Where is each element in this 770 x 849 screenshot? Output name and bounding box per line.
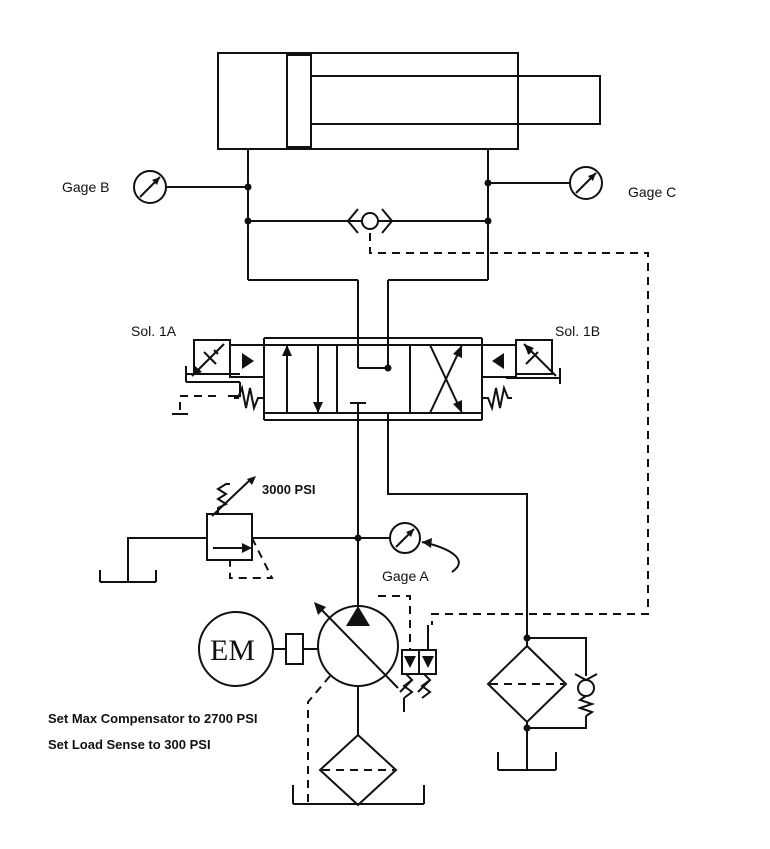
relief-setting-label: 3000 PSI — [262, 482, 316, 497]
sol-1b-label: Sol. 1B — [555, 323, 600, 339]
sol-1a-label: Sol. 1A — [131, 323, 177, 339]
electric-motor: EM — [198, 611, 318, 687]
solenoid-1a — [172, 339, 265, 415]
pressure-line — [252, 413, 390, 605]
variable-pump — [307, 595, 411, 804]
hydraulic-cylinder — [217, 52, 601, 150]
motor-label: EM — [210, 634, 255, 667]
relief-valve — [99, 476, 274, 583]
note-load-sense: Set Load Sense to 300 PSI — [48, 737, 211, 752]
gage-a-label: Gage A — [382, 568, 429, 584]
pump-compensator — [399, 625, 437, 712]
gage-c-label: Gage C — [628, 184, 676, 200]
cylinder-lines — [166, 149, 570, 345]
shuttle-valve — [346, 208, 394, 234]
note-compensator: Set Max Compensator to 2700 PSI — [48, 711, 258, 726]
load-sense-pilot-line — [369, 233, 649, 625]
gage-b — [133, 170, 167, 204]
suction-strainer — [292, 733, 425, 807]
solenoid-1b — [481, 339, 561, 412]
gage-c — [569, 166, 603, 200]
gage-a — [389, 522, 460, 573]
return-filter — [486, 637, 598, 771]
gage-b-label: Gage B — [62, 179, 109, 195]
directional-control-valve — [263, 337, 483, 421]
